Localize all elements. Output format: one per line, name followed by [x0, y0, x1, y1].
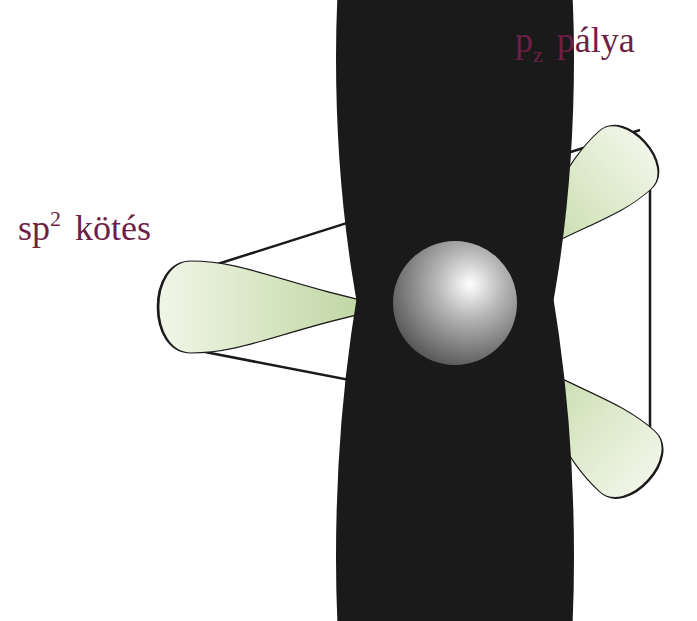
atom-sphere	[393, 241, 517, 365]
label-text: kötés	[75, 208, 151, 248]
bond-label: sp2 kötés	[18, 208, 151, 246]
label-subscript: z	[533, 42, 543, 67]
orbital-label: pzpálya	[515, 22, 635, 66]
label-text: p	[515, 20, 533, 60]
label-superscript: 2	[50, 206, 61, 231]
label-text: pálya	[557, 20, 635, 60]
label-text: sp	[18, 208, 50, 248]
